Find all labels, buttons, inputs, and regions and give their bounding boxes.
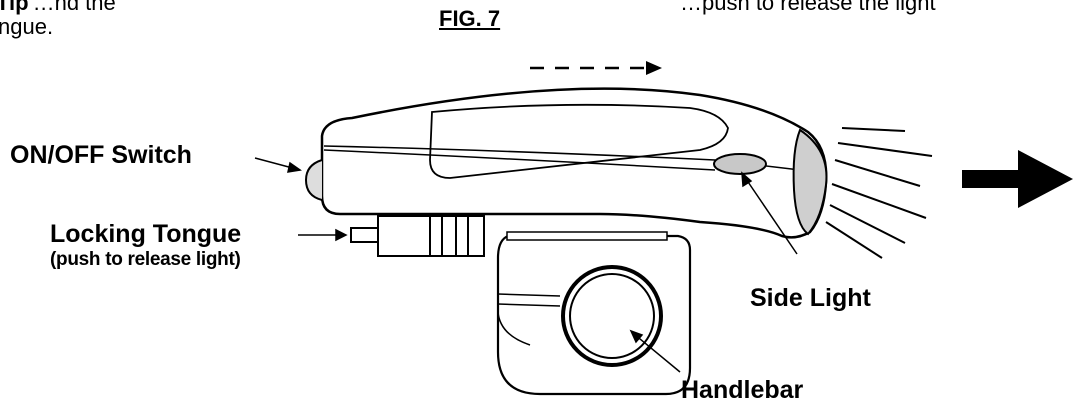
- light-rays: [825, 127, 933, 259]
- locking-tongue-label: Locking Tongue: [50, 220, 242, 248]
- leader-lines: [254, 157, 798, 373]
- intro-text-line2: ngue.: [0, 14, 54, 39]
- handlebar-tube: [561, 265, 663, 367]
- slide-direction-arrow: [530, 61, 662, 75]
- locking-tongue-note: (push to release light): [50, 249, 241, 270]
- handlebar-label: Handlebar: [681, 376, 804, 404]
- locking-tongue: [350, 215, 485, 257]
- on-off-switch-knob: [304, 159, 323, 201]
- intro-text-line1-left: Tip…nd the: [0, 0, 116, 15]
- side-light-label: Side Light: [750, 284, 871, 312]
- on-off-switch-label: ON/OFF Switch: [10, 141, 192, 169]
- figure-title: FIG. 7: [439, 6, 501, 31]
- intro-text-line1-right: …push to release the light: [680, 0, 936, 15]
- forward-direction-arrow: [962, 150, 1073, 208]
- light-body: [320, 87, 828, 239]
